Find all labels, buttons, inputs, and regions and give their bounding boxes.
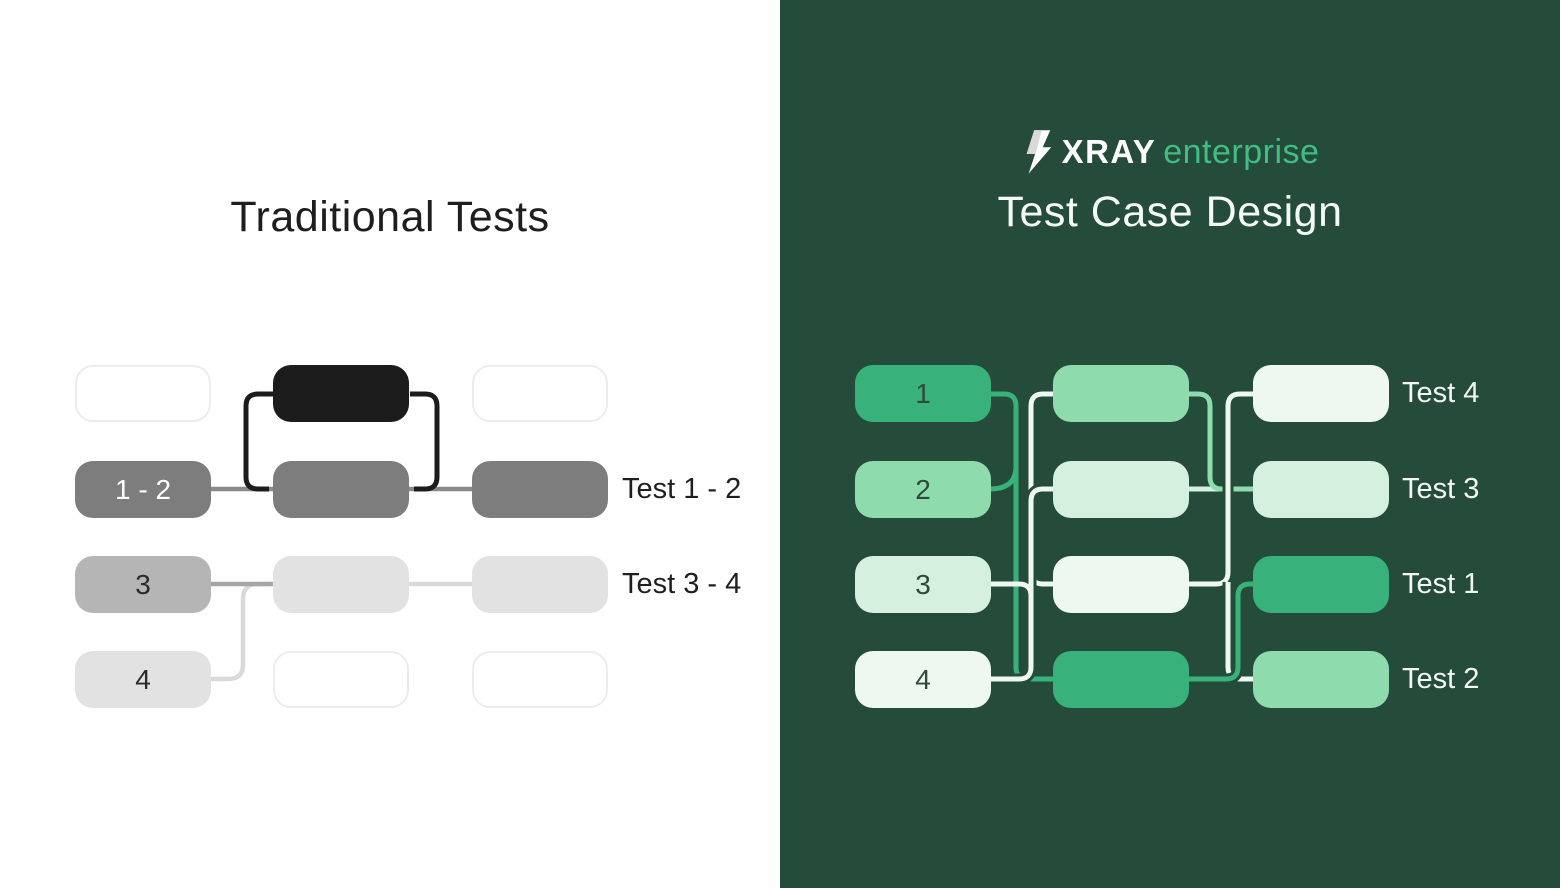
connector-mid2-to-step4-white	[990, 486, 1053, 682]
left-row-label: Test 1 - 2	[622, 473, 742, 505]
right-step-pill-r1c3	[1253, 365, 1389, 422]
right-step-pill-r3c3	[1253, 556, 1389, 613]
traditional-tests-panel: Traditional Tests 1 - 2 3 4 Test 1 - 2 Test…	[0, 0, 780, 888]
right-row-label: Test 3	[1402, 473, 1480, 505]
right-step-pill-r1c1: 1	[855, 365, 991, 422]
right-row-label: Test 4	[1402, 377, 1480, 409]
right-step-pill-r2c3	[1253, 461, 1389, 518]
right-step-pill-r3c2	[1053, 556, 1189, 613]
left-step-pill-r2c2	[273, 461, 409, 518]
connector-black-left-hook	[243, 391, 273, 492]
connector-mid1-drop-green	[1188, 391, 1253, 492]
connector-test4-white	[1188, 391, 1253, 587]
connector-black-right-hook	[410, 391, 440, 492]
connector-step3-white-hook	[990, 581, 1034, 645]
left-step-pill-r4c2	[273, 651, 409, 708]
right-row-label: Test 2	[1402, 663, 1480, 695]
right-step-pill-r1c2	[1053, 365, 1189, 422]
right-step-pill-r2c1: 2	[855, 461, 991, 518]
left-panel-title: Traditional Tests	[230, 193, 550, 241]
left-step-pill-r1c1	[75, 365, 211, 422]
right-row-label: Test 1	[1402, 568, 1480, 600]
left-step-pill-r4c1: 4	[75, 651, 211, 708]
left-step-pill-r2c1: 1 - 2	[75, 461, 211, 518]
connector-step2-green-hook	[989, 452, 1019, 492]
left-step-pill-r1c3	[472, 365, 608, 422]
connector-test1-green	[1188, 581, 1253, 682]
right-step-pill-r2c2	[1053, 461, 1189, 518]
logo-suffix-text: enterprise	[1163, 132, 1320, 171]
connector-step4-hook	[210, 581, 273, 682]
right-step-pill-r4c3	[1253, 651, 1389, 708]
left-step-pill-r3c1: 3	[75, 556, 211, 613]
left-step-pill-r3c2	[273, 556, 409, 613]
right-panel-title: Test Case Design	[997, 188, 1343, 236]
left-step-pill-r2c3	[472, 461, 608, 518]
traditional-connector-lines	[210, 391, 472, 682]
connector-step1-green	[990, 391, 1053, 682]
lightning-bolt-icon	[1026, 130, 1051, 174]
right-step-pill-r4c2	[1053, 651, 1189, 708]
left-step-pill-r1c2	[273, 365, 409, 422]
right-step-pill-r4c1: 4	[855, 651, 991, 708]
test-case-connector-lines	[989, 388, 1253, 685]
left-row-label: Test 3 - 4	[622, 568, 742, 600]
left-step-pill-r4c3	[472, 651, 608, 708]
left-step-pill-r3c3	[472, 556, 608, 613]
right-step-pill-r3c1: 3	[855, 556, 991, 613]
logo-brand-text: XRAY	[1061, 133, 1157, 170]
